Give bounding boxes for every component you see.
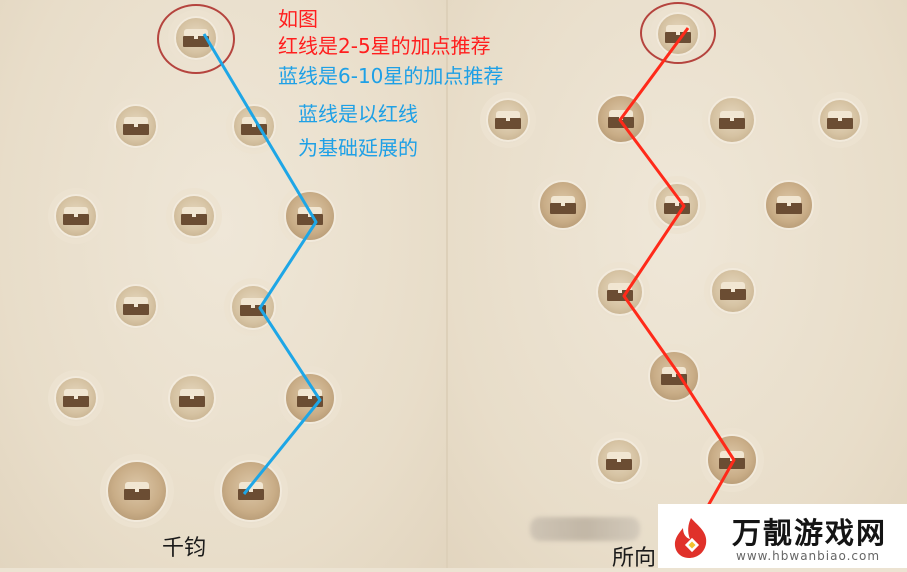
left-tree-caption: 千钧 bbox=[162, 536, 207, 561]
skill-node[interactable] bbox=[54, 194, 98, 238]
chest-icon bbox=[664, 196, 690, 214]
chest-icon bbox=[606, 452, 632, 470]
chest-icon bbox=[720, 282, 746, 300]
flame-logo-icon bbox=[674, 518, 707, 558]
site-watermark: 万靓游戏网 www.hbwanbiao.com bbox=[658, 504, 907, 568]
skill-node[interactable] bbox=[656, 12, 700, 56]
chest-icon bbox=[63, 207, 89, 225]
skill-node[interactable] bbox=[168, 374, 216, 422]
annotation-blue-basis-note-2: 为基础延展的 bbox=[298, 136, 418, 160]
skill-node[interactable] bbox=[654, 182, 700, 228]
skill-node-ultimate[interactable] bbox=[220, 460, 282, 522]
chest-icon bbox=[297, 389, 323, 407]
annotation-blue-basis-note-1: 蓝线是以红线 bbox=[298, 102, 418, 126]
chest-icon bbox=[719, 111, 745, 129]
skill-node[interactable] bbox=[114, 284, 158, 328]
right-tree-caption: 所向 bbox=[612, 546, 657, 571]
skill-node[interactable] bbox=[54, 376, 98, 420]
chest-icon bbox=[776, 196, 802, 214]
chest-icon bbox=[665, 25, 691, 43]
skill-node[interactable] bbox=[172, 194, 216, 238]
chest-icon bbox=[123, 297, 149, 315]
chest-icon bbox=[827, 111, 853, 129]
panel-divider bbox=[446, 0, 448, 568]
skill-node[interactable] bbox=[764, 180, 814, 230]
skill-node[interactable] bbox=[284, 372, 336, 424]
chest-icon bbox=[240, 298, 266, 316]
chest-icon bbox=[183, 29, 209, 47]
annotation-blue-line-note: 蓝线是6-10星的加点推荐 bbox=[278, 64, 504, 88]
chest-icon bbox=[181, 207, 207, 225]
skill-node[interactable] bbox=[710, 268, 756, 314]
watermark-title: 万靓游戏网 bbox=[732, 516, 888, 550]
top-node-highlight-ring bbox=[640, 2, 716, 64]
chest-icon bbox=[123, 117, 149, 135]
chest-icon bbox=[179, 389, 205, 407]
red-recommendation-line bbox=[618, 27, 736, 521]
watermark-url: www.hbwanbiao.com bbox=[736, 549, 881, 563]
skill-node-ultimate[interactable] bbox=[106, 460, 168, 522]
skill-node[interactable] bbox=[596, 438, 642, 484]
chest-icon bbox=[550, 196, 576, 214]
chest-icon bbox=[63, 389, 89, 407]
top-node-highlight-ring bbox=[157, 4, 235, 74]
skill-node[interactable] bbox=[486, 98, 530, 142]
chest-icon bbox=[607, 283, 633, 301]
skill-tree-right-panel bbox=[447, 0, 907, 568]
skill-node[interactable] bbox=[174, 16, 218, 60]
blue-recommendation-line bbox=[202, 33, 322, 495]
annotation-title: 如图 bbox=[278, 7, 318, 31]
skill-node[interactable] bbox=[708, 96, 756, 144]
skill-tree-left-panel bbox=[0, 0, 447, 568]
skill-node[interactable] bbox=[114, 104, 158, 148]
chest-icon bbox=[124, 482, 150, 500]
annotation-red-line-note: 红线是2-5星的加点推荐 bbox=[278, 34, 491, 58]
skill-node[interactable] bbox=[818, 98, 862, 142]
chest-icon bbox=[661, 367, 687, 385]
chest-icon bbox=[495, 111, 521, 129]
blurred-ui-fragment bbox=[530, 517, 640, 541]
skill-node[interactable] bbox=[538, 180, 588, 230]
